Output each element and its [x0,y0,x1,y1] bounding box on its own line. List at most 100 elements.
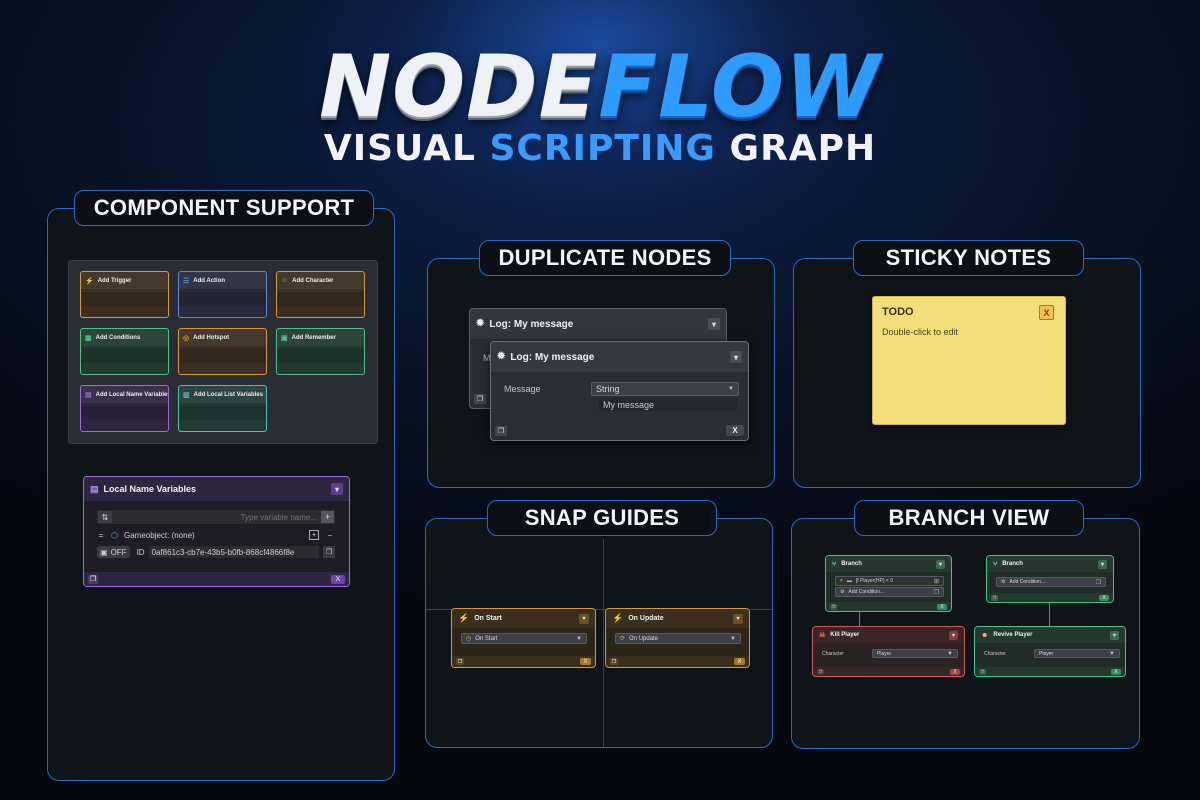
collapse-button[interactable]: ▾ [733,613,743,624]
type-dropdown[interactable]: String ▼ [591,382,739,396]
kill-player-node[interactable]: ☠ Kill Player ▾ Character Player▼ ❐ X [812,626,965,677]
chevron-down-icon: ▼ [576,635,582,642]
collapse-button[interactable]: ▾ [708,318,720,330]
remove-icon[interactable]: × [840,578,843,584]
copy-icon[interactable]: ❐ [1095,579,1101,586]
chevron-down-icon: ▼ [730,635,736,642]
delete-button[interactable]: X [950,668,960,675]
list-variables-icon: ▥ [183,391,190,399]
branch-node-1[interactable]: ⑂ Branch ▾ × ▬ [f Player(HP) < 0 ⊞ ⚙ Add… [825,555,952,612]
add-condition-row[interactable]: ⚙ Add Condition... ❐ [835,587,944,597]
gear-icon: ⚙ [1001,579,1006,585]
delete-button[interactable]: X [1111,668,1121,675]
collapse-button[interactable]: ▾ [1098,559,1107,569]
tile-body [179,349,266,363]
collapse-button[interactable]: ▾ [949,630,958,640]
note-body[interactable]: Double-click to edit [882,327,959,337]
duplicate-icon[interactable]: ❐ [817,668,824,675]
component-support-title: COMPONENT SUPPORT [74,190,374,226]
drag-handle-icon[interactable]: = [98,530,104,540]
conditions-icon: ▦ [85,334,92,342]
chevron-down-icon: ▼ [728,386,734,392]
sticky-note[interactable]: TODO X Double-click to edit [872,296,1066,425]
add-condition-row[interactable]: ⚙ Add Condition... ❐ [996,577,1106,587]
local-name-variables-node[interactable]: ▤ Local Name Variables ▾ ⇅ + = ⬡ Gameobj… [83,476,350,587]
delete-button[interactable]: X [331,574,345,584]
tile-body [81,349,168,363]
toggle-icon[interactable]: ▬ [846,578,852,584]
cube-icon: ⬡ [111,530,118,540]
duplicate-icon[interactable]: ❐ [495,426,507,436]
duplicate-icon[interactable]: ❐ [610,658,618,665]
delete-button[interactable]: X [1099,594,1109,601]
delete-button[interactable]: X [937,603,947,610]
character-label: Character [984,651,1006,657]
node-title: Branch [841,561,862,567]
add-variable-button[interactable]: + [321,511,334,523]
tile-body [179,406,266,420]
collapse-button[interactable]: ▾ [331,483,343,495]
character-dropdown[interactable]: Player▼ [1034,649,1120,658]
sort-icon[interactable]: ⇅ [98,511,112,523]
log-node-front[interactable]: ✹ Log: My message ▾ Message String▼ My m… [490,341,749,441]
node-title: On Start [474,615,502,622]
snap-node-on-start[interactable]: ⚡ On Start ▾ ◷ On Start ▼ ❐ X [451,608,596,668]
subtitle: VISUAL SCRIPTING GRAPH [0,128,1200,169]
collapse-button[interactable]: ▾ [730,351,742,363]
note-close-button[interactable]: X [1039,305,1054,320]
branch-node-2[interactable]: ⑂ Branch ▾ ⚙ Add Condition... ❐ ❐ X [986,555,1114,603]
duplicate-icon[interactable]: ❐ [991,594,998,601]
component-support-panel: ⚡Add Trigger☰Add Action☺Add Character▦Ad… [47,208,395,781]
bug-icon: ✹ [497,351,506,362]
component-tile-add-local-name-variables[interactable]: ▤Add Local Name Variables [80,385,169,432]
variable-row: = ⬡ Gameobject: (none) + − [97,528,335,542]
duplicate-icon[interactable]: ❐ [456,658,464,665]
field-label-partial: M [483,353,491,363]
message-value[interactable]: My message [599,398,737,411]
delete-button[interactable]: X [580,658,591,665]
remove-variable-button[interactable]: − [327,530,333,540]
gameobject-value: Gameobject: (none) [123,530,195,540]
tile-body [277,292,364,306]
variable-name-row: ⇅ + [97,510,335,524]
duplicate-icon[interactable]: ❐ [474,394,486,404]
component-menu: ⚡Add Trigger☰Add Action☺Add Character▦Ad… [68,260,378,444]
collapse-button[interactable]: ▾ [936,559,945,569]
character-label: Character [822,651,844,657]
collapse-button[interactable]: ▾ [579,613,589,624]
component-tile-add-action[interactable]: ☰Add Action [178,271,267,318]
component-tile-add-local-list-variables[interactable]: ▥Add Local List Variables [178,385,267,432]
copy-icon[interactable]: ❐ [933,589,939,596]
sticky-notes-panel: TODO X Double-click to edit [793,258,1141,488]
expand-icon[interactable]: ⊞ [933,578,939,585]
toggle-off[interactable]: ▣OFF [97,546,130,558]
snap-node-on-update[interactable]: ⚡ On Update ▾ ⟳ On Update ▼ ❐ X [605,608,750,668]
duplicate-icon[interactable]: ❐ [830,603,837,610]
duplicate-icon[interactable]: ❐ [979,668,986,675]
delete-button[interactable]: X [734,658,745,665]
copy-icon[interactable]: ❐ [323,546,335,558]
component-tile-add-remember[interactable]: ▣Add Remember [276,328,365,375]
character-dropdown[interactable]: Player▼ [872,649,958,658]
event-dropdown[interactable]: ⟳ On Update ▼ [615,633,741,644]
collapse-button[interactable]: ▾ [1110,630,1119,640]
condition-row[interactable]: × ▬ [f Player(HP) < 0 ⊞ [835,576,944,586]
save-icon: ▣ [281,334,288,342]
component-tile-add-conditions[interactable]: ▦Add Conditions [80,328,169,375]
revive-player-node[interactable]: ☻ Revive Player ▾ Character Player▼ ❐ X [974,626,1126,677]
variable-name-input[interactable] [112,511,321,523]
expand-icon[interactable]: + [309,530,319,540]
node-title: Log: My message [489,318,574,330]
snap-guide-vertical [603,539,604,747]
component-tile-add-hotspot[interactable]: ◎Add Hotspot [178,328,267,375]
tile-body [179,292,266,306]
duplicate-icon[interactable]: ❐ [88,574,98,584]
tile-label: Add Trigger [97,277,132,284]
component-tile-add-character[interactable]: ☺Add Character [276,271,365,318]
id-row: ▣OFF ID 0af861c3-cb7e-43b5-b0fb-868cf486… [97,545,335,559]
event-dropdown[interactable]: ◷ On Start ▼ [461,633,587,644]
delete-button[interactable]: X [726,425,744,436]
type-value: String [596,384,620,394]
component-tile-add-trigger[interactable]: ⚡Add Trigger [80,271,169,318]
add-condition-text: Add Condition... [848,589,885,595]
